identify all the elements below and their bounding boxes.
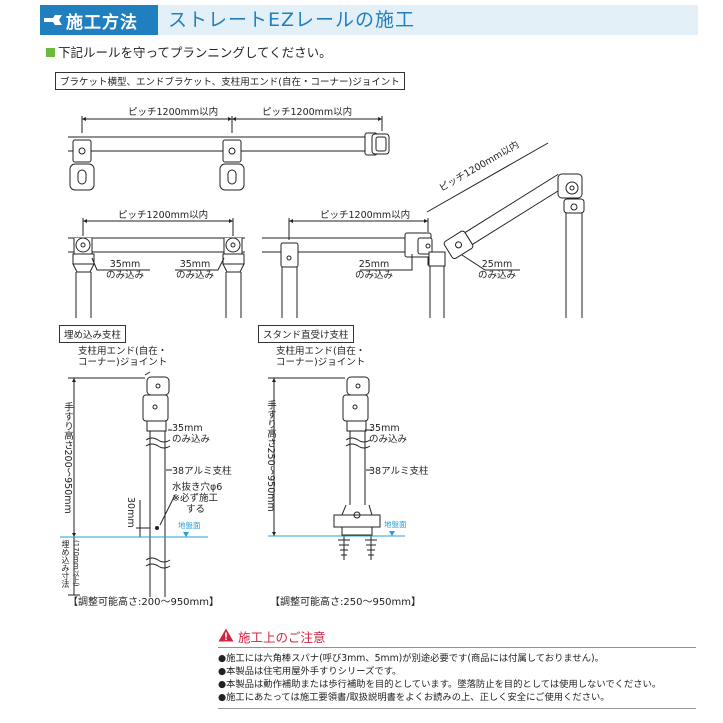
bullet-square-icon xyxy=(46,48,55,57)
embed-depth-label: 埋め込み寸法 xyxy=(61,540,70,588)
caution-item: ●施工には六角棒スパナ(呼び3mm、5mm)が別途必要です(商品には付属しており… xyxy=(218,653,604,664)
caution-item: ●施工にあたっては施工要領書/取扱説明書をよくお読みの上、正しく安全にご使用くだ… xyxy=(218,692,610,703)
caution-panel: 施工上のご注意 ●施工には六角棒スパナ(呼び3mm、5mm)が別途必要です(商品… xyxy=(218,625,696,709)
section-header: 施工方法 ストレートEZレールの施工 xyxy=(40,5,698,35)
wrench-icon xyxy=(40,5,66,35)
pitch-label-1: ピッチ1200mm以内 xyxy=(128,107,219,118)
caution-header: 施工上のご注意 xyxy=(218,625,696,648)
pitch-label-3: ピッチ1200mm以内 xyxy=(118,210,209,221)
caution-title: 施工上のご注意 xyxy=(238,629,326,645)
dim-30mm-label: 30mm xyxy=(125,497,136,528)
embedded-caption: 【調整可能高さ:200〜950mm】 xyxy=(68,597,220,608)
stand-caption: 【調整可能高さ:250〜950mm】 xyxy=(270,597,422,608)
stand-joint-label: 支柱用エンド(自在・コーナー)ジョイント xyxy=(276,346,366,368)
caution-divider xyxy=(218,708,696,709)
stand-post-name: 38アルミ支柱 xyxy=(369,466,429,477)
pitch-label-2: ピッチ1200mm以内 xyxy=(262,107,353,118)
caution-item: ●本製品は動作補助または歩行補助を目的としています。墜落防止を目的としては使用し… xyxy=(218,679,662,690)
section-tag-label: 施工方法 xyxy=(66,12,138,33)
stand-post-label: スタンド直受け支柱 xyxy=(258,325,354,343)
warning-icon xyxy=(218,627,234,646)
page-title: ストレートEZレールの施工 xyxy=(168,9,416,31)
pitch-label-4: ピッチ1200mm以内 xyxy=(320,210,411,221)
stand-height-label: 手すり高さ250〜950mm xyxy=(265,400,276,512)
caution-item: ●本製品は住宅用屋外手すりシリーズです。 xyxy=(218,666,402,677)
embedded-post-name: 38アルミ支柱 xyxy=(172,466,232,477)
stand-ground-label: 地盤面 xyxy=(384,520,407,529)
section-tag: 施工方法 xyxy=(40,5,158,35)
bracket-types-label: ブラケット横型、エンドブラケット、支柱用エンド(自在・コーナー)ジョイント xyxy=(55,72,405,90)
embedded-post-label: 埋め込み支柱 xyxy=(59,325,127,343)
embedded-height-label: 手すり高さ200〜950mm xyxy=(62,402,73,514)
embed-depth-min-label: (170mm以上) xyxy=(72,540,80,587)
embedded-joint-label: 支柱用エンド(自在・コーナー)ジョイント xyxy=(78,346,168,368)
caution-list: ●施工には六角棒スパナ(呼び3mm、5mm)が別途必要です(商品には付属しており… xyxy=(218,652,696,704)
intro-text: 下記ルールを守ってプランニングしてください。 xyxy=(46,42,332,61)
embedded-ground-label: 地盤面 xyxy=(178,521,201,530)
drain-hole-label: 水抜き穴φ6※必ず施工する xyxy=(172,482,223,515)
